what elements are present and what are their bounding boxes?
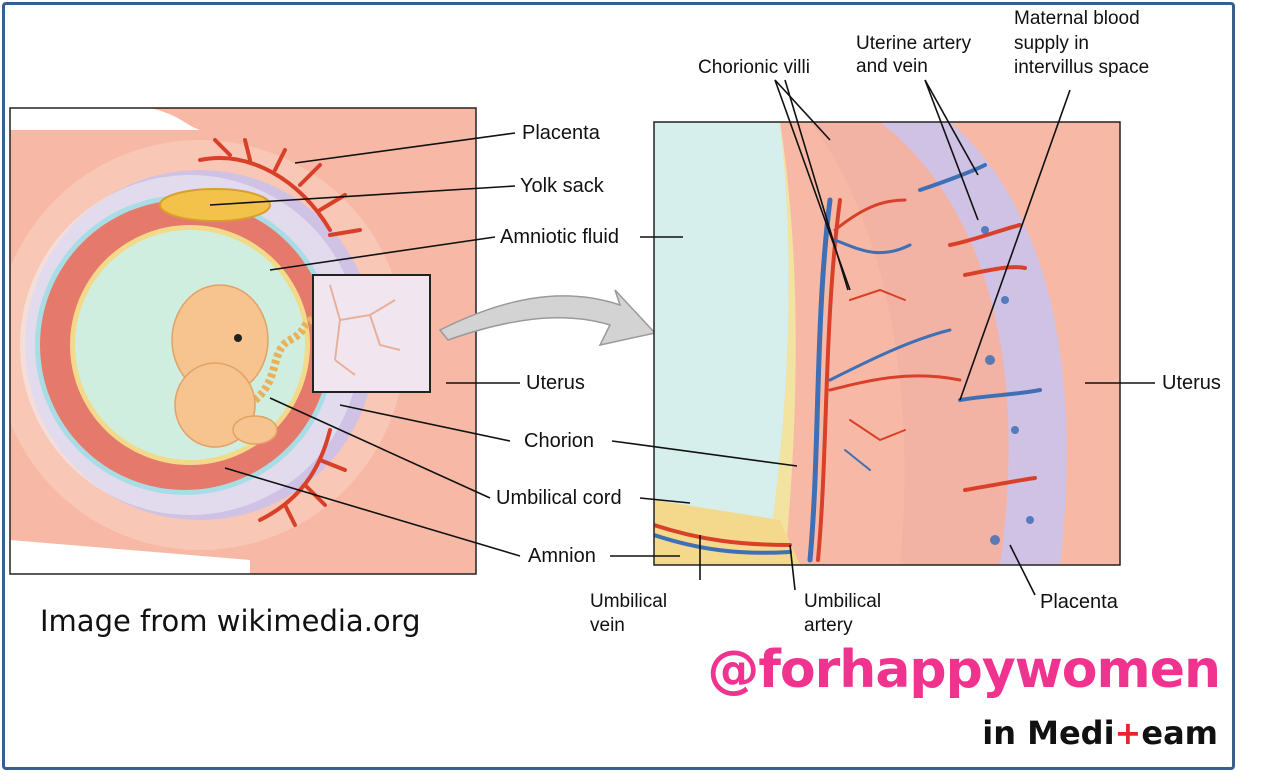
label-umbilical-cord: Umbilical cord — [496, 487, 622, 509]
leader-lines — [209, 79, 1155, 596]
embryo-in-uterus-panel — [10, 108, 476, 574]
label-umbilical-artery-line2: artery — [804, 615, 853, 636]
label-chorionic-villi: Chorionic villi — [698, 57, 810, 78]
label-yolk-sack: Yolk sack — [520, 175, 604, 197]
label-maternal-blood-line1: Maternal blood — [1014, 8, 1140, 29]
label-uterus-left: Uterus — [526, 372, 585, 394]
amniotic-cavity — [654, 122, 789, 540]
label-maternal-blood-line2: supply in — [1014, 33, 1089, 54]
label-uterine-artery-line1: Uterine artery — [856, 33, 972, 54]
villi-vessels — [654, 163, 1042, 563]
brand-cross: + — [1114, 714, 1142, 752]
brand-prefix: in Medi — [982, 714, 1115, 752]
image-credit: Image from wikimedia.org — [40, 604, 421, 638]
label-amniotic-fluid: Amniotic fluid — [500, 226, 619, 248]
label-placenta: Placenta — [522, 122, 600, 144]
magnified-placenta-panel — [654, 122, 1120, 565]
label-amnion: Amnion — [528, 545, 596, 567]
label-umbilical-vein-line1: Umbilical — [590, 591, 668, 612]
magnification-box — [312, 274, 431, 393]
label-uterus-right: Uterus — [1162, 372, 1221, 394]
placental-vessels — [198, 138, 362, 527]
label-umbilical-artery-line1: Umbilical — [804, 591, 882, 612]
label-maternal-blood-line3: intervillus space — [1014, 57, 1150, 78]
label-uterine-artery-line2: and vein — [856, 56, 928, 77]
label-placenta-right: Placenta — [1040, 591, 1118, 613]
brand-suffix: eam — [1141, 714, 1218, 752]
label-umbilical-vein-line2: vein — [590, 615, 625, 636]
maternal-blood-spots — [981, 226, 1034, 545]
brand-logo: in Medi+eam — [982, 714, 1218, 752]
watermark-handle: @forhappywomen — [707, 640, 1221, 700]
fetus — [171, 284, 278, 448]
umbilical-cord-shape — [252, 314, 321, 404]
label-chorion: Chorion — [524, 430, 595, 452]
